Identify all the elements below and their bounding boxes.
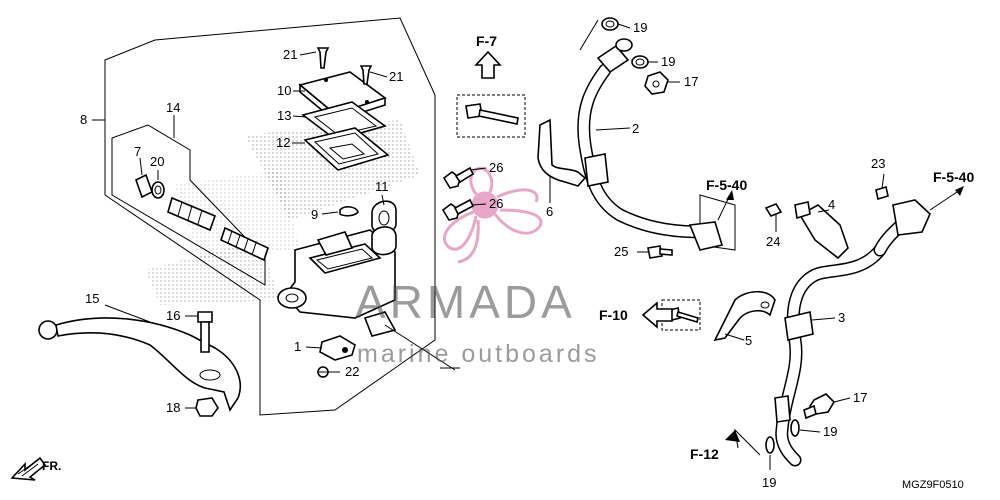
brake-lever[interactable] — [38, 317, 242, 412]
callout-2: 2 — [632, 121, 639, 136]
stay-bolt-upper[interactable] — [442, 166, 475, 189]
callout-6: 6 — [546, 204, 553, 219]
callout-18: 18 — [166, 400, 180, 415]
f10-arrow — [641, 301, 673, 329]
callout-19d: 19 — [762, 475, 776, 490]
callout-14: 14 — [166, 100, 180, 115]
callout-21b: 21 — [389, 69, 403, 84]
callout-22: 22 — [345, 364, 359, 379]
banjo-bolt-lower[interactable] — [803, 393, 836, 420]
callout-24: 24 — [766, 234, 780, 249]
front-direction-arrow: FR. — [10, 456, 61, 481]
callout-21a: 21 — [283, 47, 297, 62]
callout-20: 20 — [150, 154, 164, 169]
switch-screw[interactable] — [317, 366, 329, 378]
callout-15: 15 — [85, 291, 99, 306]
callout-25: 25 — [614, 244, 628, 259]
holder-clamp[interactable] — [371, 200, 397, 256]
leader-lines — [92, 23, 885, 470]
callout-19a: 19 — [633, 20, 647, 35]
cap-screws[interactable] — [316, 47, 373, 85]
callout-labels: 8 14 7 20 10 13 12 21 21 11 9 1 22 15 16… — [80, 20, 885, 490]
bolt-23[interactable] — [875, 185, 889, 201]
reservoir-assembly-frame — [104, 17, 436, 416]
callout-1: 1 — [294, 339, 301, 354]
callout-3: 3 — [838, 310, 845, 325]
callout-8: 8 — [80, 112, 87, 127]
ref-f540-right: F-5-40 — [933, 169, 974, 185]
callout-5: 5 — [745, 333, 752, 348]
piston-set-frame — [111, 124, 266, 286]
lower-brake-hose[interactable] — [774, 199, 931, 467]
callout-26b: 26 — [489, 196, 503, 211]
callout-19c: 19 — [823, 424, 837, 439]
f540a-arrow — [717, 190, 734, 221]
callout-9: 9 — [311, 207, 318, 222]
callout-4: 4 — [828, 197, 835, 212]
ref-f540-left: F-5-40 — [706, 177, 747, 193]
direction-label: FR. — [42, 459, 61, 473]
diaphragm-plate[interactable] — [301, 101, 387, 141]
stay-bolt-lower[interactable] — [441, 198, 475, 221]
lower-hose-bracket[interactable] — [794, 201, 849, 260]
callout-17b: 17 — [853, 390, 867, 405]
watermark-subtitle: marine outboards — [357, 340, 600, 368]
f7-arrow — [474, 50, 502, 79]
lower-hose-guide[interactable] — [713, 290, 776, 342]
callout-13: 13 — [277, 108, 291, 123]
callout-10: 10 — [277, 83, 291, 98]
callout-11: 11 — [375, 179, 389, 194]
callout-17a: 17 — [684, 74, 698, 89]
reference-labels: F-7 F-5-40 F-5-40 F-10 F-12 — [476, 33, 974, 462]
banjo-bolt-upper[interactable] — [644, 71, 669, 95]
grommet[interactable] — [339, 206, 359, 217]
piston-set[interactable] — [135, 173, 269, 262]
f540b-arrow — [929, 186, 964, 211]
sealing-washers-lower[interactable] — [765, 419, 800, 454]
f12-arrow — [725, 428, 761, 456]
callout-16: 16 — [166, 308, 180, 323]
ref-f12: F-12 — [690, 446, 719, 462]
diaphragm[interactable] — [303, 127, 390, 171]
front-stop-switch[interactable] — [319, 335, 356, 361]
ref-f10: F-10 — [599, 307, 628, 323]
callout-19b: 19 — [661, 54, 675, 69]
callout-26a: 26 — [489, 160, 503, 175]
lever-pivot-bolt[interactable] — [197, 311, 213, 353]
bolt-24[interactable] — [764, 203, 783, 217]
lever-pivot-nut[interactable] — [195, 397, 219, 417]
hose-clamp-bolt[interactable] — [647, 245, 673, 259]
ref-f7: F-7 — [476, 33, 497, 49]
upper-brake-hose[interactable] — [577, 19, 724, 251]
watermark-title: ARMADA — [355, 276, 576, 328]
drawing-code: MGZ9F0510 — [902, 479, 964, 491]
callout-7: 7 — [134, 144, 141, 159]
callout-23: 23 — [871, 156, 885, 171]
brake-hose-stay[interactable] — [537, 118, 587, 187]
callout-12: 12 — [276, 135, 290, 150]
watermark-logo — [443, 166, 543, 264]
f7-bolt[interactable] — [456, 94, 526, 138]
